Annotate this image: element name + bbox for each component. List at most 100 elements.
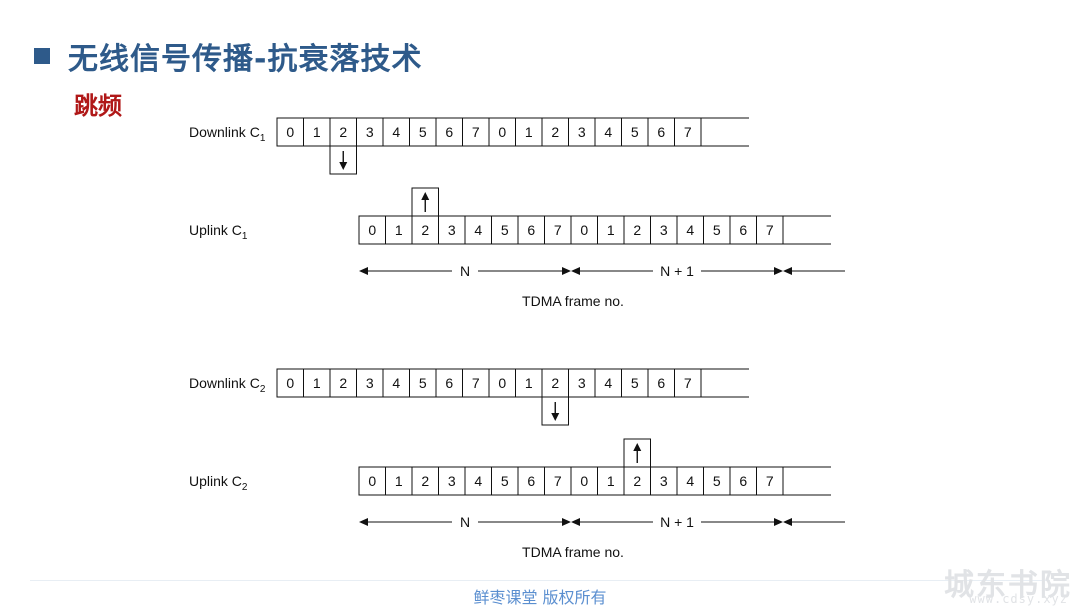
uplink-c2-slot-number: 6 — [739, 473, 747, 489]
downlink-c1-slot-number: 7 — [472, 124, 480, 140]
downlink-c2-slot-number: 3 — [366, 375, 374, 391]
downlink-c2-slot-number: 4 — [604, 375, 612, 391]
uplink-c1-slot-number: 3 — [660, 222, 668, 238]
downlink-c2-slot-number: 1 — [313, 375, 321, 391]
downlink-c2-label-text: Downlink C — [189, 375, 260, 391]
downlink-c2-slot-number: 1 — [525, 375, 533, 391]
downlink-c2-slot-cell — [674, 368, 702, 398]
frame-label-n-plus-1: N + 1 — [660, 514, 694, 530]
downlink-c2-slot-number: 6 — [445, 375, 453, 391]
uplink-c1-slot-number: 6 — [739, 222, 747, 238]
title-bullet-square — [34, 48, 50, 64]
downlink-c1-slot-number: 2 — [551, 124, 559, 140]
uplink-c1-hop-box — [411, 187, 439, 217]
uplink-c2-slot-number: 1 — [607, 473, 615, 489]
frame-n1-arrow-right-icon — [774, 518, 783, 526]
uplink-c2-slot-number: 2 — [421, 473, 429, 489]
uplink-c2-label-subscript: 2 — [242, 482, 248, 493]
downlink-c1-slot-number: 0 — [498, 124, 506, 140]
section-subtitle: 跳频 — [74, 92, 122, 120]
uplink-c2-hop-arrow-up-icon — [633, 443, 642, 451]
downlink-c1-slot-number: 6 — [445, 124, 453, 140]
downlink-c1-slot-cell — [674, 117, 702, 147]
downlink-c2-slot-number: 3 — [578, 375, 586, 391]
uplink-c2-slot-number: 6 — [527, 473, 535, 489]
uplink-c2-slot-number: 5 — [501, 473, 509, 489]
downlink-c2-slot-number: 5 — [631, 375, 639, 391]
title-bar: 无线信号传播-抗衰落技术 — [34, 36, 423, 77]
uplink-c2-slot-number: 4 — [686, 473, 694, 489]
uplink-c2-slot-cell — [756, 466, 784, 496]
uplink-c1-slot-number: 5 — [501, 222, 509, 238]
downlink-c2-slot-number: 6 — [657, 375, 665, 391]
uplink-c1-label-subscript: 1 — [242, 231, 248, 242]
downlink-c1-hop-box — [329, 145, 357, 175]
downlink-c1-slot-number: 4 — [604, 124, 612, 140]
uplink-c2-slot-number: 4 — [474, 473, 482, 489]
uplink-c1-slot-number: 4 — [686, 222, 694, 238]
uplink-c2-slot-number: 2 — [633, 473, 641, 489]
uplink-c2-slot-number: 0 — [368, 473, 376, 489]
uplink-c1-label-text: Uplink C — [189, 222, 242, 238]
uplink-c1-slot-number: 5 — [713, 222, 721, 238]
downlink-c2-slot-number: 5 — [419, 375, 427, 391]
tdma-frame-caption: TDMA frame no. — [522, 293, 624, 309]
uplink-c1-slot-cell — [756, 215, 784, 245]
frame-label-n-plus-1: N + 1 — [660, 263, 694, 279]
downlink-c1-label: Downlink C1 — [189, 124, 266, 144]
downlink-c2-hop-box — [541, 396, 569, 426]
uplink-c1-slot-number: 2 — [633, 222, 641, 238]
downlink-c2-slot-number: 0 — [498, 375, 506, 391]
uplink-c1-slot-number: 6 — [527, 222, 535, 238]
frame-next-arrow-left-icon — [783, 518, 792, 526]
uplink-c1-slot-number: 0 — [580, 222, 588, 238]
frame-n1-arrow-right-icon — [774, 267, 783, 275]
downlink-c1-slot-number: 6 — [657, 124, 665, 140]
uplink-c1-slot-number: 0 — [368, 222, 376, 238]
uplink-c1-slot-number: 3 — [448, 222, 456, 238]
downlink-c2-hop-arrow-down-icon — [551, 413, 560, 421]
frame-n1-arrow-left-icon — [571, 267, 580, 275]
uplink-c1-slot-number: 1 — [395, 222, 403, 238]
downlink-c1-slot-number: 5 — [631, 124, 639, 140]
frame-n-arrow-left-icon — [359, 267, 368, 275]
uplink-c2-slot-number: 7 — [554, 473, 562, 489]
tdma-frame-caption: TDMA frame no. — [522, 544, 624, 560]
downlink-c2-slot-number: 0 — [286, 375, 294, 391]
downlink-c2-label-subscript: 2 — [260, 384, 266, 395]
downlink-c1-slot-number: 4 — [392, 124, 400, 140]
uplink-c1-slot-number: 4 — [474, 222, 482, 238]
downlink-c1-hop-arrow-down-icon — [339, 162, 348, 170]
downlink-c2-slot-number: 2 — [551, 375, 559, 391]
downlink-c2-label: Downlink C2 — [189, 375, 266, 395]
downlink-c1-slot-number: 2 — [339, 124, 347, 140]
downlink-c1-slot-number: 5 — [419, 124, 427, 140]
downlink-c1-slot-number: 0 — [286, 124, 294, 140]
frame-label-n: N — [460, 514, 470, 530]
uplink-c1-slot-number: 2 — [421, 222, 429, 238]
uplink-c2-label: Uplink C2 — [189, 473, 248, 493]
downlink-c1-slot-number: 1 — [525, 124, 533, 140]
downlink-c2-slot-number: 7 — [684, 375, 692, 391]
page-title: 无线信号传播-抗衰落技术 — [68, 42, 423, 77]
uplink-c1-slot-number: 7 — [554, 222, 562, 238]
uplink-c2-hop-box — [623, 438, 651, 468]
downlink-c1-slot-number: 7 — [684, 124, 692, 140]
uplink-c2-slot-number: 3 — [448, 473, 456, 489]
uplink-c2-label-text: Uplink C — [189, 473, 242, 489]
footer-divider — [30, 580, 1050, 581]
downlink-c1-slot-number: 3 — [366, 124, 374, 140]
uplink-c2-slot-number: 1 — [395, 473, 403, 489]
uplink-c1-label: Uplink C1 — [189, 222, 248, 242]
footer-copyright: 鲜枣课堂 版权所有 — [473, 588, 607, 607]
watermark-text: 城东书院 — [944, 568, 1072, 603]
downlink-c2-slot-number: 2 — [339, 375, 347, 391]
downlink-c2-slot-number: 7 — [472, 375, 480, 391]
frame-n-arrow-left-icon — [359, 518, 368, 526]
frame-n-arrow-right-icon — [562, 267, 571, 275]
downlink-c1-slot-number: 1 — [313, 124, 321, 140]
uplink-c2-slot-number: 0 — [580, 473, 588, 489]
frame-label-n: N — [460, 263, 470, 279]
uplink-c2-slot-number: 5 — [713, 473, 721, 489]
